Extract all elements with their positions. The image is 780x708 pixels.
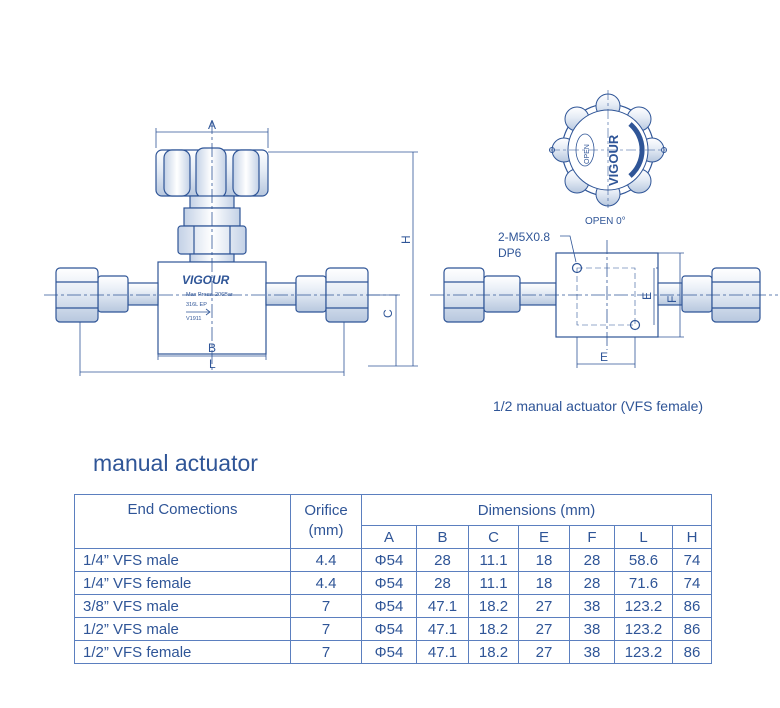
dim-label-l: L — [209, 357, 216, 371]
cell-dimension: 38 — [569, 617, 615, 641]
cell-dimension: 38 — [569, 594, 615, 618]
cell-dimension: 47.1 — [416, 594, 469, 618]
open-angle-label: OPEN 0° — [585, 216, 626, 227]
cell-orifice: 7 — [290, 617, 362, 641]
body-text-material: 316L EP — [186, 302, 207, 308]
cell-dimension: Φ54 — [361, 548, 417, 572]
header-orifice: Orifice (mm) — [290, 494, 362, 549]
drawing-caption: 1/2 manual actuator (VFS female) — [493, 398, 704, 414]
cell-dimension: 86 — [672, 594, 712, 618]
header-dimensions: Dimensions (mm) — [361, 494, 712, 526]
cell-end-connection: 1/4” VFS male — [74, 548, 291, 572]
dim-label-a: A — [208, 118, 216, 132]
col-header: A — [361, 525, 417, 549]
col-header: B — [416, 525, 469, 549]
cell-dimension: 18.2 — [468, 640, 519, 664]
cell-dimension: 11.1 — [468, 571, 519, 595]
cell-dimension: 123.2 — [614, 594, 673, 618]
side-dimensions — [560, 235, 684, 368]
cell-dimension: 27 — [518, 640, 570, 664]
cell-dimension: 58.6 — [614, 548, 673, 572]
header-orifice-label: Orifice — [304, 502, 348, 519]
cell-orifice: 7 — [290, 594, 362, 618]
dim-label-e-horizontal: E — [600, 350, 608, 364]
cell-dimension: 86 — [672, 617, 712, 641]
col-header: C — [468, 525, 519, 549]
knob-brand: VIGOUR — [606, 134, 621, 186]
cell-dimension: 18 — [518, 571, 570, 595]
cell-dimension: 18 — [518, 548, 570, 572]
cell-dimension: 47.1 — [416, 617, 469, 641]
cell-dimension: 27 — [518, 594, 570, 618]
dim-label-e-vertical: E — [640, 292, 654, 300]
table-header-row: End Comections Orifice (mm) Dimensions (… — [74, 494, 712, 549]
body-brand: VIGOUR — [182, 273, 230, 287]
cell-dimension: 123.2 — [614, 640, 673, 664]
col-header: E — [518, 525, 570, 549]
cell-dimension: 28 — [569, 548, 615, 572]
cell-dimension: 28 — [569, 571, 615, 595]
cell-dimension: 74 — [672, 571, 712, 595]
cell-dimension: Φ54 — [361, 617, 417, 641]
cell-dimension: 38 — [569, 640, 615, 664]
front-dimensions — [79, 128, 418, 376]
cell-dimension: 74 — [672, 548, 712, 572]
cell-dimension: 11.1 — [468, 548, 519, 572]
cell-dimension: 27 — [518, 617, 570, 641]
cell-dimension: Φ54 — [361, 594, 417, 618]
cell-dimension: 28 — [416, 571, 469, 595]
col-header: H — [672, 525, 712, 549]
col-header: L — [614, 525, 673, 549]
dimensions-table: End Comections Orifice (mm) Dimensions (… — [74, 494, 712, 664]
cell-dimension: 18.2 — [468, 617, 519, 641]
cell-dimension: 18.2 — [468, 594, 519, 618]
header-orifice-unit: (mm) — [308, 522, 344, 539]
cell-dimension: 86 — [672, 640, 712, 664]
header-end-connections: End Comections — [74, 494, 291, 549]
valve-technical-drawing: VIGOUR Max Press. 206Bar 316L EP V1911 A… — [44, 90, 778, 376]
knob-top-view — [549, 90, 667, 208]
cell-dimension: 47.1 — [416, 640, 469, 664]
cell-dimension: Φ54 — [361, 571, 417, 595]
body-text-code: V1911 — [186, 316, 202, 322]
thread-note-size: 2-M5X0.8 — [498, 230, 550, 244]
dim-label-b: B — [208, 341, 216, 355]
dim-label-f: F — [665, 296, 679, 303]
cell-orifice: 7 — [290, 640, 362, 664]
cell-end-connection: 1/2” VFS female — [74, 640, 291, 664]
cell-end-connection: 1/4” VFS female — [74, 571, 291, 595]
cell-dimension: 123.2 — [614, 617, 673, 641]
body-text-pressure: Max Press. 206Bar — [186, 292, 233, 298]
cell-dimension: 28 — [416, 548, 469, 572]
dim-label-c: C — [381, 309, 395, 318]
knob-open-mark: OPEN — [584, 144, 591, 164]
cell-orifice: 4.4 — [290, 548, 362, 572]
section-title: manual actuator — [93, 450, 258, 476]
cell-end-connection: 3/8” VFS male — [74, 594, 291, 618]
cell-dimension: 71.6 — [614, 571, 673, 595]
cell-dimension: Φ54 — [361, 640, 417, 664]
col-header: F — [569, 525, 615, 549]
cell-orifice: 4.4 — [290, 571, 362, 595]
thread-note-depth: DP6 — [498, 246, 522, 260]
dim-label-h: H — [399, 235, 413, 244]
cell-end-connection: 1/2” VFS male — [74, 617, 291, 641]
